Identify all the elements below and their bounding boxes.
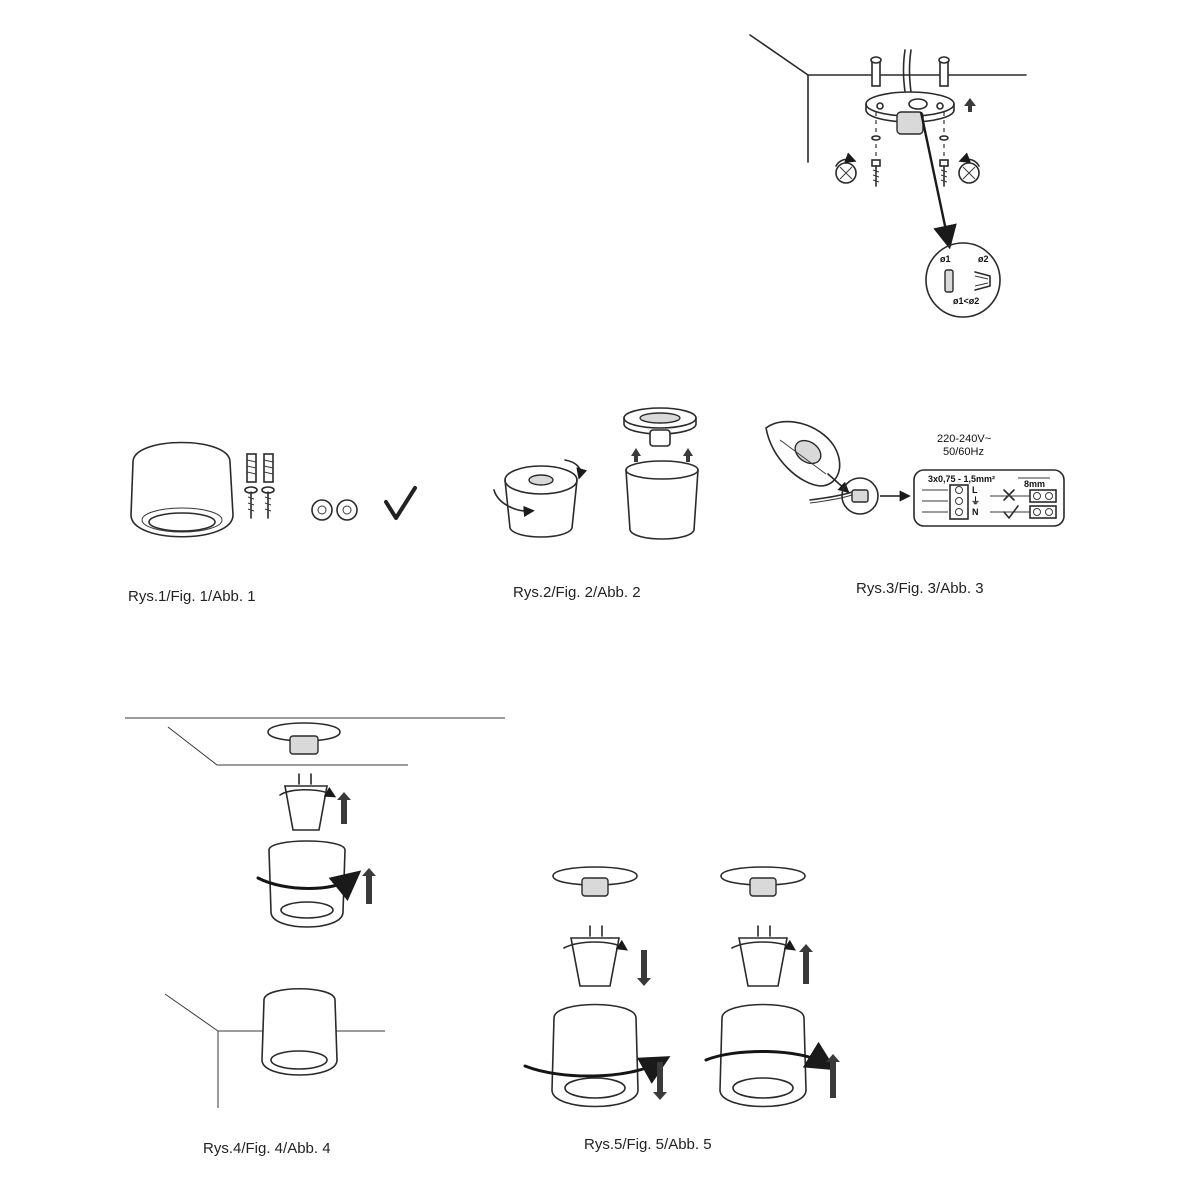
ceiling-dowel-right [938, 56, 950, 87]
fig1-illustration [130, 441, 417, 538]
terminal-l-label: L [972, 485, 978, 495]
fig4-caption: Rys.4/Fig. 4/Abb. 4 [203, 1140, 331, 1157]
ceiling-mounting-illustration: ø1 ø2 ø1<ø2 [749, 34, 1027, 318]
detail-leader-line [919, 111, 957, 250]
wiring-cable-spec: 3x0,75 - 1,5mm² [928, 474, 995, 484]
base-plate-lifted [623, 407, 697, 462]
fig4-ceiling [125, 717, 505, 766]
lamp-body-open [625, 460, 699, 540]
fig3-illustration: 220-240V~ 50/60Hz 3x0,75 - 1,5mm² 8mm L … [765, 420, 1065, 527]
terminal-block-diagram: 220-240V~ 50/60Hz 3x0,75 - 1,5mm² 8mm L … [913, 433, 1065, 527]
wiring-frequency: 50/60Hz [943, 446, 984, 458]
checkmark-icon [384, 486, 417, 520]
detail-label-d1: ø1 [940, 254, 951, 264]
mounting-plate [865, 91, 955, 135]
fig5-illustration [523, 866, 840, 1108]
rotate-screw-icon-right [958, 152, 980, 184]
terminal-n-label: N [972, 507, 979, 517]
fig2-caption: Rys.2/Fig. 2/Abb. 2 [513, 584, 641, 601]
screws-icon [244, 486, 275, 519]
ceiling-dowel-left [870, 56, 882, 87]
rotate-screw-icon-left [835, 152, 857, 184]
fig4-illustration [125, 717, 505, 1108]
fig4-bulb [279, 773, 351, 831]
screw-left [871, 159, 881, 187]
detail-label-d2: ø2 [978, 254, 989, 264]
fig4-lamp-body [256, 840, 376, 928]
terminal-pe-label: ⏚ [971, 496, 980, 506]
detail-label-relation: ø1<ø2 [953, 296, 979, 306]
lamp-body [130, 441, 234, 538]
lamp-rotate-open [493, 459, 588, 538]
wire-zoom-circle [841, 477, 879, 515]
fig4-installed [164, 988, 385, 1108]
fig1-caption: Rys.1/Fig. 1/Abb. 1 [128, 588, 256, 605]
cable-gland-detail: ø1 ø2 ø1<ø2 [925, 242, 1001, 318]
fig3-caption: Rys.3/Fig. 3/Abb. 3 [856, 580, 984, 597]
arrow-up-icon [964, 98, 976, 112]
fig5-caption: Rys.5/Fig. 5/Abb. 5 [584, 1136, 712, 1153]
fig2-illustration [493, 407, 699, 540]
screw-right [939, 159, 949, 187]
wall-plugs-icon [246, 453, 274, 483]
washers-icon [311, 499, 358, 521]
fig5-right-install [704, 866, 840, 1108]
wiring-strip-length: 8mm [1024, 479, 1045, 489]
wiring-voltage: 220-240V~ [937, 433, 991, 445]
fig5-left-removal [523, 866, 671, 1108]
base-plate-tilted [765, 420, 841, 487]
